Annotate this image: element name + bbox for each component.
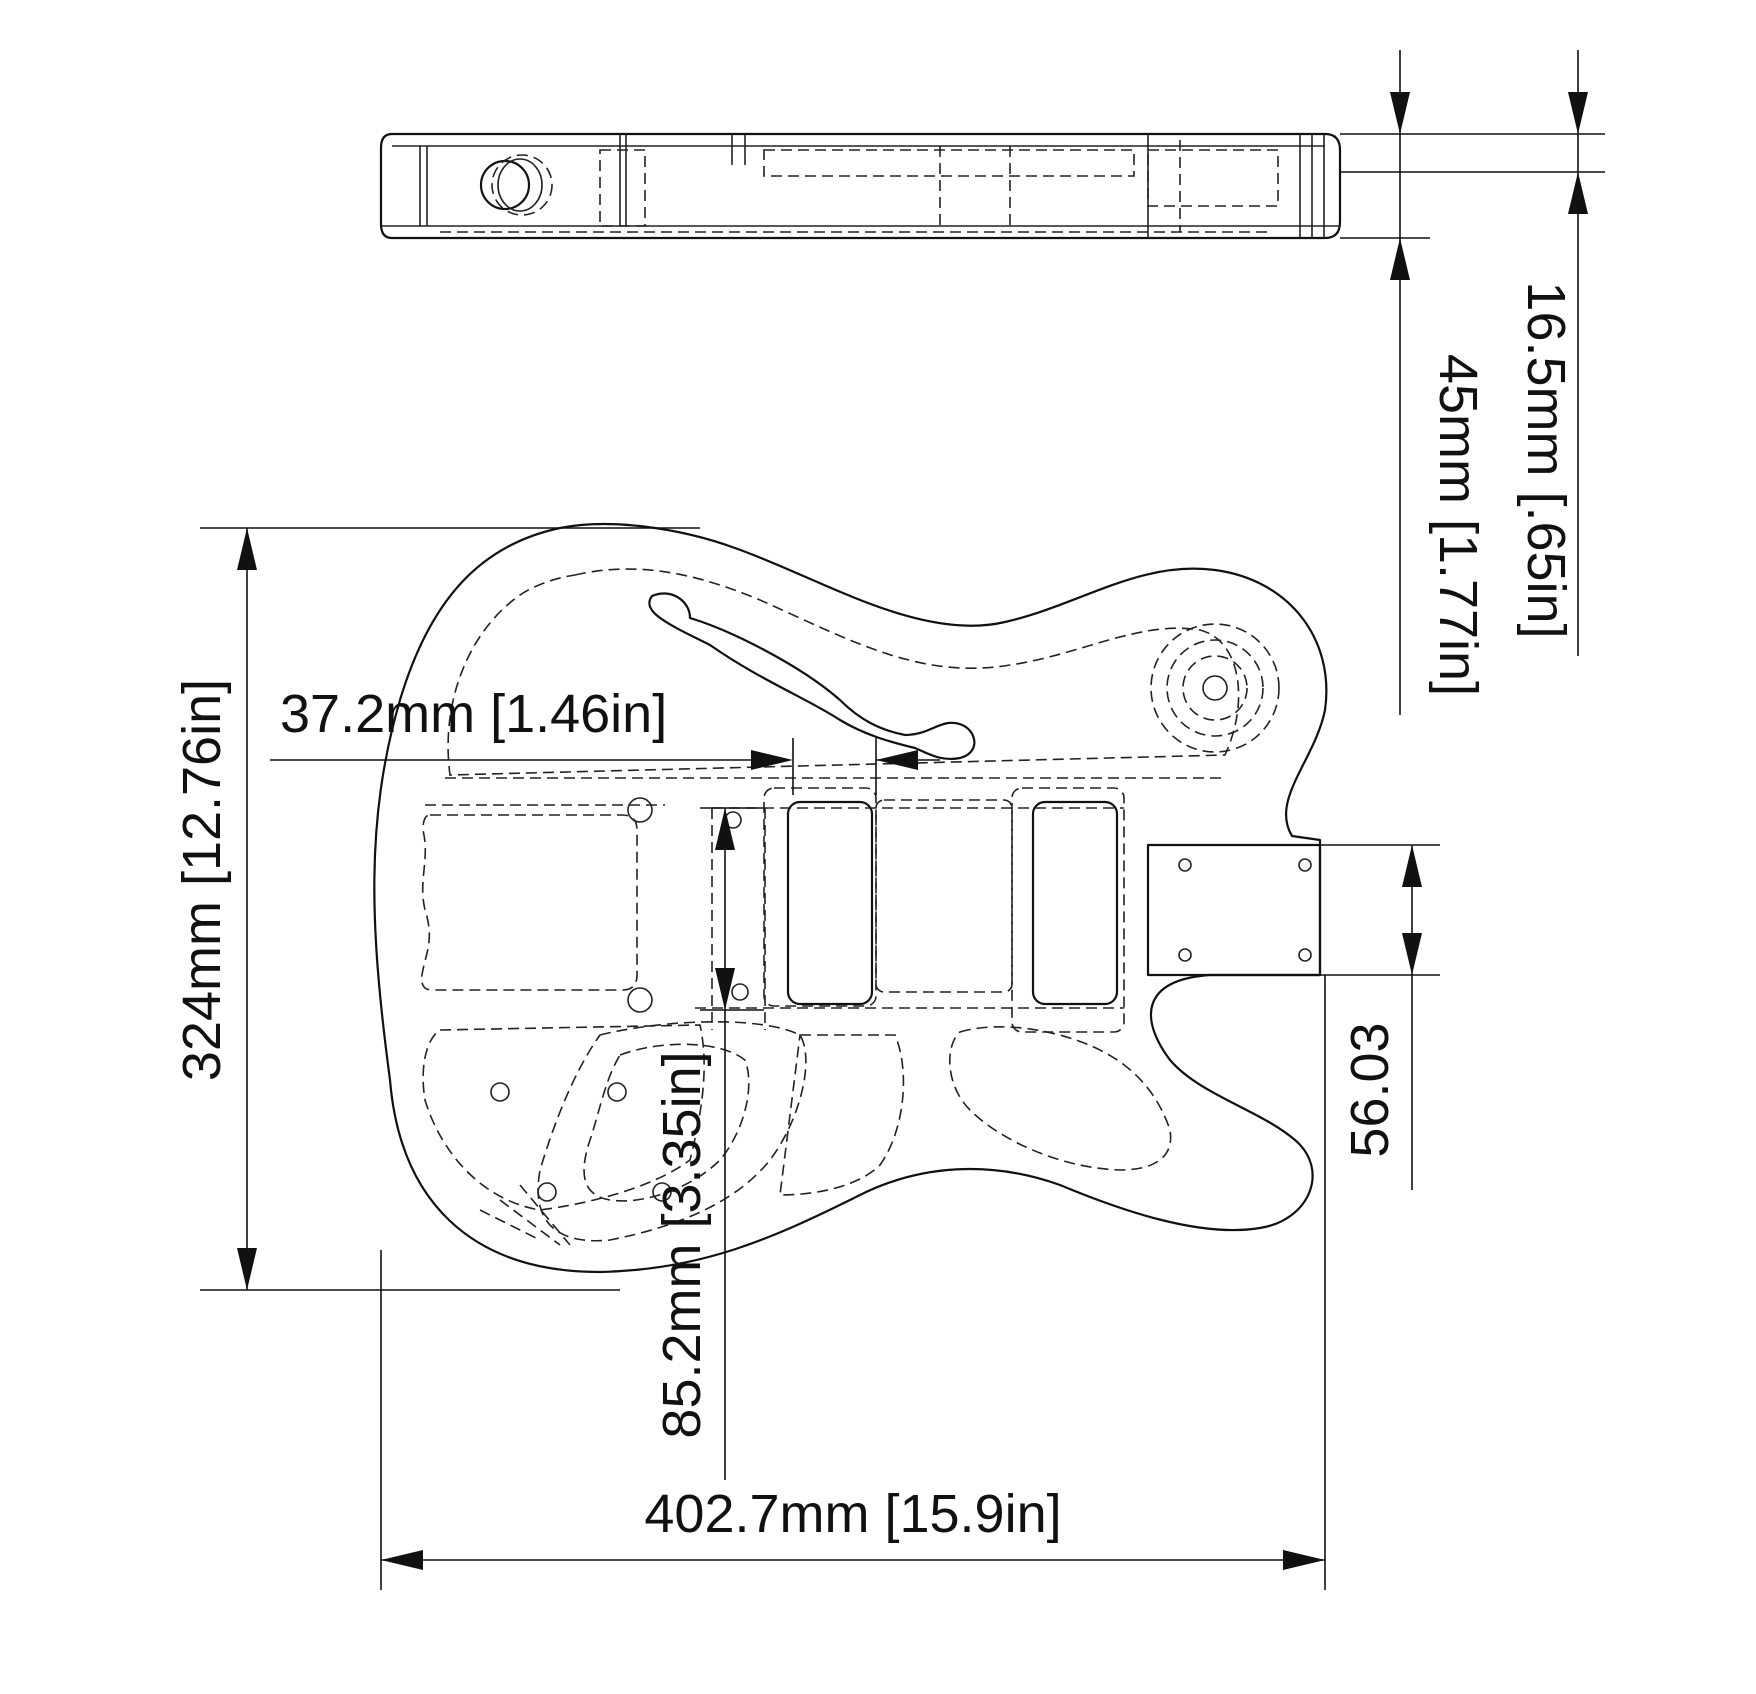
bridge-post-circles bbox=[1150, 623, 1280, 753]
front-view bbox=[373, 522, 1328, 1274]
overall-height-label: 324mm [12.76in] bbox=[172, 679, 232, 1081]
neck-plate bbox=[1146, 843, 1322, 977]
overall-width-label: 402.7mm [15.9in] bbox=[644, 1484, 1061, 1544]
pickup-spacing-label: 85.2mm [3.35in] bbox=[652, 1051, 712, 1438]
control-cavity-upper bbox=[420, 814, 638, 991]
neck-pocket-offset-label: 56.03 bbox=[1340, 1022, 1400, 1157]
body-outline bbox=[373, 522, 1328, 1274]
pickup-cavity-bridge bbox=[1011, 787, 1125, 1033]
side-view-outline bbox=[379, 132, 1342, 240]
control-cavity-lower bbox=[422, 1024, 705, 1211]
body-thickness-label: 45mm [1.77in] bbox=[1428, 354, 1488, 696]
side-view bbox=[379, 132, 1342, 240]
dimension-lines bbox=[200, 50, 1605, 1590]
f-hole bbox=[648, 592, 976, 760]
f-hole-offset-label: 37.2mm [1.46in] bbox=[280, 684, 667, 744]
pickup-cavity-neck bbox=[763, 787, 1013, 1007]
top-thickness-label: 16.5mm [.65in] bbox=[1516, 281, 1576, 638]
output-jack-side bbox=[479, 154, 553, 216]
